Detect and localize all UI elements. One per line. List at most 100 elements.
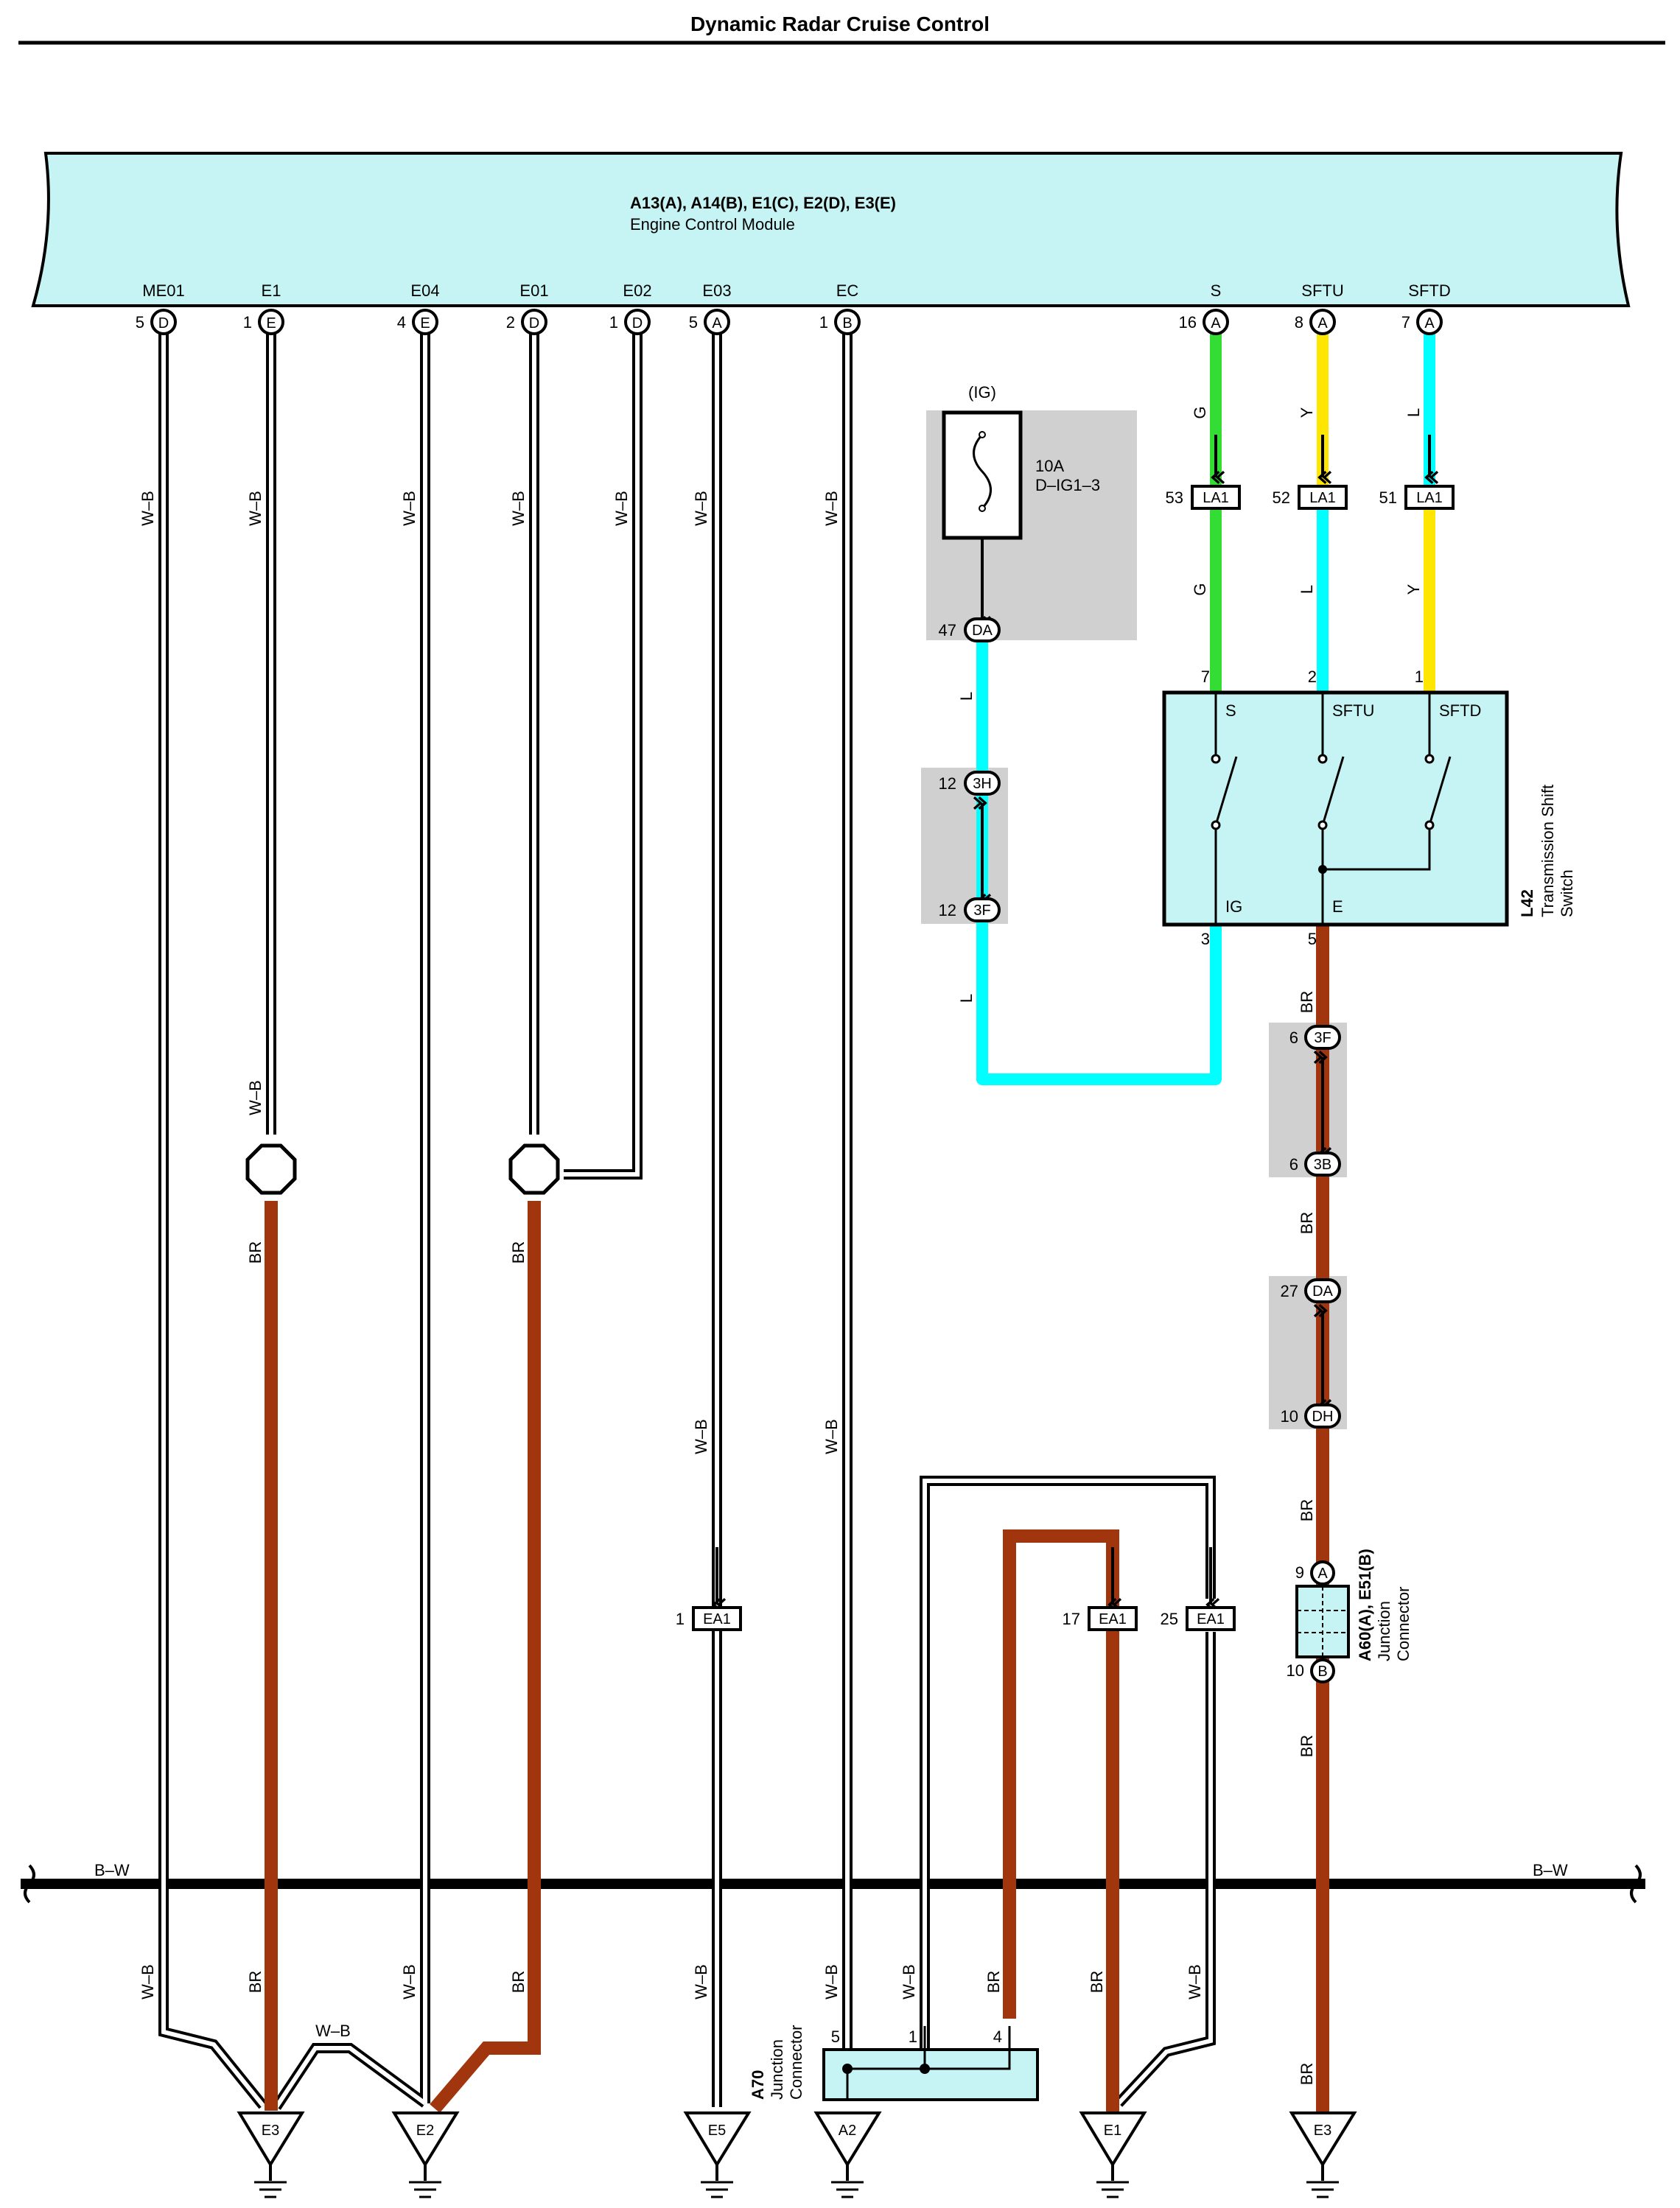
- svg-text:W–B: W–B: [612, 491, 631, 526]
- svg-text:Connector: Connector: [787, 2025, 805, 2100]
- ground-bus: B–W B–W: [21, 1861, 1645, 1904]
- svg-text:W–B: W–B: [509, 491, 528, 526]
- svg-text:53: 53: [1166, 488, 1183, 507]
- svg-text:W–B: W–B: [822, 1964, 841, 2000]
- svg-text:A: A: [1317, 315, 1328, 332]
- ground-e3-left: E3: [237, 2111, 305, 2198]
- svg-text:3H: 3H: [973, 776, 992, 792]
- ecm-block: [31, 152, 1631, 307]
- svg-text:4: 4: [993, 2027, 1002, 2046]
- svg-text:LA1: LA1: [1203, 490, 1229, 506]
- connector-da-27: DA 27: [1281, 1278, 1341, 1303]
- svg-text:L42: L42: [1518, 889, 1536, 917]
- svg-text:E3: E3: [1314, 2123, 1331, 2139]
- svg-text:E03: E03: [702, 281, 731, 300]
- svg-text:L: L: [957, 994, 976, 1003]
- svg-text:D–IG1–3: D–IG1–3: [1035, 476, 1100, 494]
- svg-text:E02: E02: [623, 281, 651, 300]
- svg-text:7: 7: [1201, 667, 1210, 686]
- ground-bus-label-left: B–W: [94, 1861, 130, 1879]
- svg-text:BR: BR: [509, 1241, 528, 1264]
- svg-text:Switch: Switch: [1558, 869, 1576, 917]
- svg-text:SFTU: SFTU: [1301, 281, 1343, 300]
- svg-text:E: E: [1332, 897, 1343, 916]
- svg-text:Junction: Junction: [1375, 1601, 1393, 1661]
- svg-text:E1: E1: [1104, 2123, 1121, 2139]
- svg-text:W–B: W–B: [246, 1080, 265, 1115]
- svg-text:W–B: W–B: [900, 1964, 918, 2000]
- connector-ea1-17: EA1 17: [1063, 1606, 1138, 1631]
- svg-text:D: D: [632, 315, 643, 332]
- svg-text:9: 9: [1295, 1563, 1304, 1582]
- svg-text:EA1: EA1: [703, 1611, 731, 1627]
- svg-text:W–B: W–B: [822, 1419, 841, 1454]
- pin-e02: E02 D 1: [609, 281, 652, 335]
- svg-text:BR: BR: [984, 1971, 1003, 1994]
- svg-text:25: 25: [1161, 1610, 1178, 1628]
- ground-points: E3 E2 E5 A2: [237, 2111, 1357, 2198]
- svg-text:W–B: W–B: [1186, 1964, 1204, 2000]
- ground-e5: E5: [683, 2111, 752, 2198]
- svg-text:2: 2: [506, 313, 515, 332]
- svg-text:10: 10: [1287, 1661, 1304, 1680]
- svg-text:Y: Y: [1298, 407, 1316, 418]
- svg-text:W–B: W–B: [692, 491, 710, 526]
- connector-la1-53: LA1 53: [1166, 485, 1241, 510]
- svg-text:ME01: ME01: [142, 281, 184, 300]
- svg-text:W–B: W–B: [139, 1964, 157, 2000]
- ecm-title: Engine Control Module: [630, 215, 795, 234]
- svg-text:E: E: [420, 315, 430, 332]
- svg-text:51: 51: [1379, 488, 1397, 507]
- svg-text:E: E: [266, 315, 276, 332]
- svg-text:IG: IG: [1225, 897, 1242, 916]
- svg-text:W–B: W–B: [400, 1964, 419, 2000]
- svg-text:W–B: W–B: [692, 1964, 710, 2000]
- svg-text:LA1: LA1: [1309, 490, 1336, 506]
- svg-text:D: D: [529, 315, 539, 332]
- svg-text:Y: Y: [1404, 583, 1423, 595]
- svg-text:1: 1: [819, 313, 828, 332]
- svg-text:A: A: [1424, 315, 1435, 332]
- svg-text:A70: A70: [749, 2070, 767, 2100]
- svg-text:27: 27: [1281, 1282, 1298, 1300]
- svg-text:W–B: W–B: [315, 2022, 351, 2040]
- svg-text:6: 6: [1289, 1155, 1298, 1174]
- svg-text:BR: BR: [246, 1241, 265, 1264]
- svg-text:E01: E01: [519, 281, 548, 300]
- svg-text:EC: EC: [836, 281, 859, 300]
- svg-text:47: 47: [939, 621, 956, 639]
- svg-text:12: 12: [939, 901, 956, 919]
- transmission-shift-switch: 7 2 1 S SFTU SFTD IG E 3 5 L42: [1162, 667, 1576, 948]
- svg-text:E1: E1: [262, 281, 281, 300]
- svg-text:52: 52: [1273, 488, 1290, 507]
- svg-text:B: B: [1317, 1664, 1327, 1680]
- splice-e1: [245, 1143, 297, 1195]
- svg-text:4: 4: [397, 313, 406, 332]
- svg-text:L: L: [957, 692, 976, 701]
- svg-text:DA: DA: [972, 623, 993, 639]
- svg-text:W–B: W–B: [246, 491, 265, 526]
- ecm-pins: ME01 D 5 E1 E 1 E04 E 4 E01 D 2 E02 D 1: [136, 281, 1451, 335]
- pin-e01: E01 D 2: [506, 281, 549, 335]
- junction-connector-a60: A 9 B 10 A60(A), E51(B) Junction Connect…: [1287, 1549, 1413, 1683]
- svg-text:SFTD: SFTD: [1408, 281, 1450, 300]
- splice-points: [245, 1143, 560, 1195]
- svg-text:EA1: EA1: [1099, 1611, 1127, 1627]
- pin-ec: EC B 1: [819, 281, 861, 335]
- svg-text:8: 8: [1295, 313, 1303, 332]
- svg-text:D: D: [158, 315, 169, 332]
- ground-e3-right: E3: [1289, 2111, 1357, 2198]
- svg-text:L: L: [1298, 585, 1316, 594]
- svg-text:DH: DH: [1312, 1409, 1334, 1425]
- inline-connectors: DA 47 3H 12 3F 12 3F 6 3B 6 DA 27: [939, 617, 1341, 1429]
- svg-text:B: B: [842, 315, 852, 332]
- svg-text:3F: 3F: [973, 903, 990, 919]
- svg-text:L: L: [1404, 408, 1423, 417]
- svg-text:5: 5: [1308, 930, 1317, 948]
- svg-text:E2: E2: [416, 2123, 434, 2139]
- svg-text:S: S: [1211, 281, 1222, 300]
- svg-text:1: 1: [676, 1610, 685, 1628]
- svg-text:A: A: [712, 315, 722, 332]
- svg-text:6: 6: [1289, 1028, 1298, 1047]
